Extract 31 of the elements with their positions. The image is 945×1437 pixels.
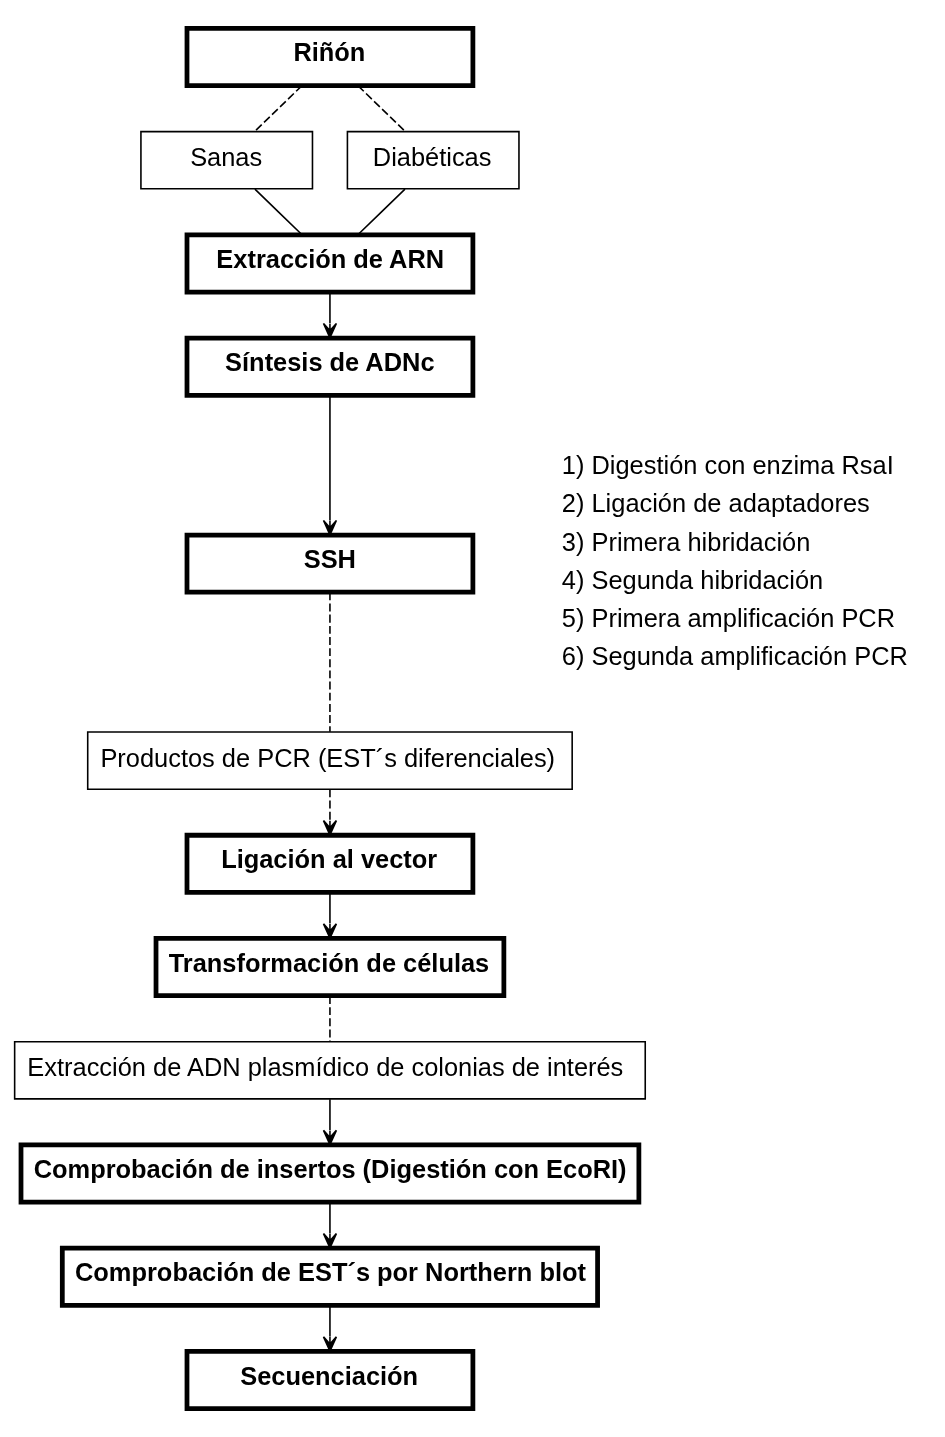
arrow — [322, 1304, 338, 1352]
arrow — [322, 291, 338, 339]
node-box: Ligación al vector — [184, 832, 476, 895]
node-box: Riñón — [184, 25, 476, 88]
arrow — [322, 892, 338, 939]
arrow — [322, 788, 338, 836]
connector — [254, 85, 303, 133]
node-box: SSH — [184, 532, 476, 595]
node-box: Secuenciación — [184, 1349, 476, 1412]
node-box: Comprobación de insertos (Digestión con EcoRI) — [18, 1142, 642, 1205]
node-box: Diabéticas — [346, 130, 520, 190]
node-label: 2) Ligación de adaptadores — [561, 489, 870, 518]
node-label: 3) Primera hibridación — [561, 527, 811, 556]
connector — [357, 188, 406, 236]
arrow — [322, 394, 338, 536]
node-label: 1) Digestión con enzima RsaI — [561, 451, 894, 480]
connector — [254, 188, 303, 236]
connector — [329, 591, 331, 733]
node-box: Productos de PCR (EST´s diferenciales) — [86, 731, 573, 790]
node-box: Extracción de ADN plasmídico de colonias de interés — [13, 1040, 647, 1100]
arrow — [322, 1201, 338, 1249]
node-box: Comprobación de EST´s por Northern blot — [59, 1245, 600, 1308]
node-box: Extracción de ARN — [184, 232, 476, 295]
connector — [357, 85, 406, 133]
node-label: 5) Primera amplificación PCR — [561, 603, 896, 632]
node-box: Síntesis de ADNc — [184, 335, 476, 398]
node-label: 4) Segunda hibridación — [561, 565, 824, 594]
node-box: Transformación de células — [153, 936, 507, 999]
node-label: 6) Segunda amplificación PCR — [561, 641, 908, 670]
arrow — [322, 1098, 338, 1146]
node-box: Sanas — [140, 130, 314, 190]
